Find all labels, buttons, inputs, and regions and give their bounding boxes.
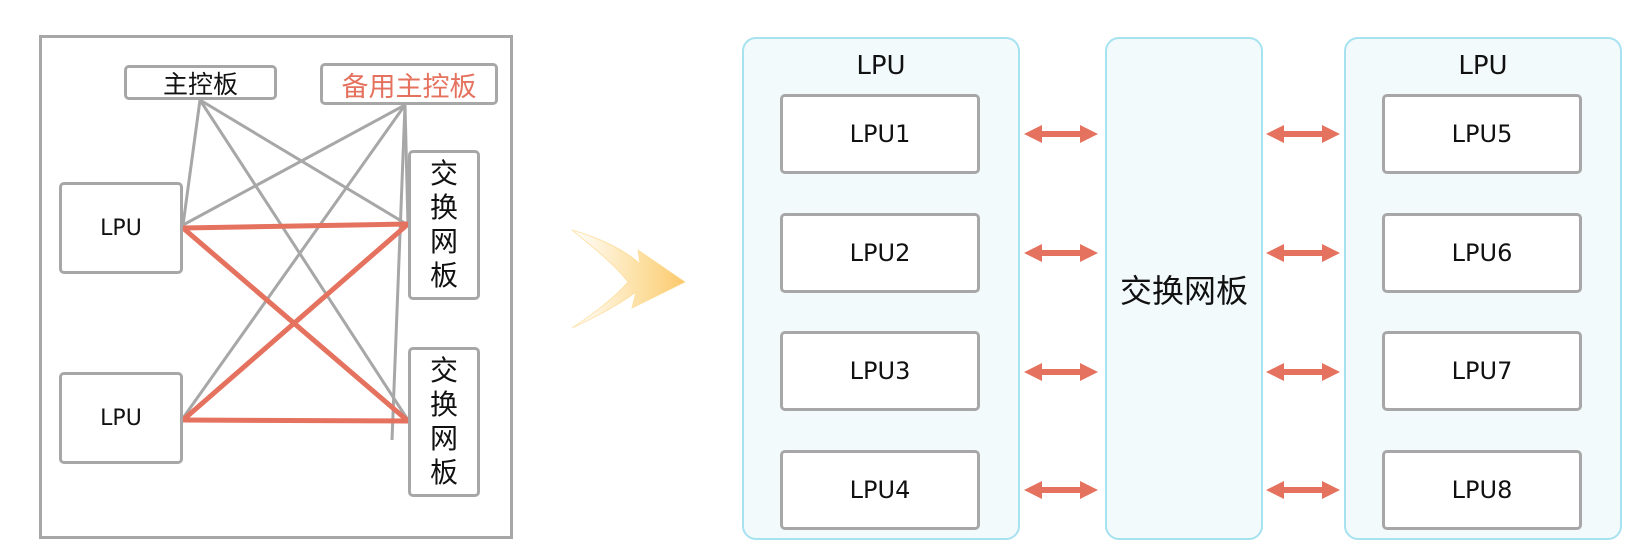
switch-board-top-char: 换 <box>429 191 458 224</box>
double-headed-arrow-icon <box>1266 125 1340 143</box>
lpu-card-top-label: LPU <box>100 215 142 241</box>
lpu-card-2: LPU2 <box>780 213 980 293</box>
lpu-card-label: LPU6 <box>1451 239 1513 267</box>
lpu-card-bottom-label: LPU <box>100 405 142 431</box>
double-headed-arrow-icon <box>1266 244 1340 262</box>
switch-fabric-panel: 交换网板 <box>1105 37 1263 540</box>
switch-board-bottom-char: 交 <box>429 354 458 387</box>
switch-board-top: 交 换 网 板 <box>408 150 480 300</box>
double-headed-arrow-icon <box>1024 244 1098 262</box>
switch-board-bottom-char: 换 <box>429 388 458 421</box>
lpu-card-top: LPU <box>59 182 183 274</box>
lpu-group-left-title: LPU <box>856 51 906 81</box>
switch-board-top-char: 交 <box>429 157 458 190</box>
switch-board-top-char: 网 <box>429 225 458 258</box>
lpu-card-1: LPU1 <box>780 94 980 174</box>
lpu-card-3: LPU3 <box>780 331 980 411</box>
lpu-card-6: LPU6 <box>1382 213 1582 293</box>
main-control-board-label: 主控板 <box>162 69 238 99</box>
lpu-card-label: LPU1 <box>849 120 911 148</box>
standby-control-board: 备用主控板 <box>320 63 498 105</box>
double-headed-arrow-icon <box>1266 481 1340 499</box>
lpu-card-label: LPU5 <box>1451 120 1513 148</box>
lpu-card-label: LPU7 <box>1451 357 1513 385</box>
double-headed-arrow-icon <box>1024 481 1098 499</box>
switch-fabric-label: 交换网板 <box>1119 271 1248 310</box>
main-control-board: 主控板 <box>124 65 277 100</box>
standby-control-board-label: 备用主控板 <box>341 71 477 103</box>
double-headed-arrow-icon <box>1266 363 1340 381</box>
lpu-card-label: LPU4 <box>849 476 911 504</box>
lpu-card-8: LPU8 <box>1382 450 1582 530</box>
switch-board-top-char: 板 <box>429 259 458 292</box>
switch-board-bottom: 交 换 网 板 <box>408 347 480 497</box>
lpu-card-label: LPU8 <box>1451 476 1513 504</box>
lpu-card-bottom: LPU <box>59 372 183 464</box>
curved-right-arrow-icon <box>571 229 686 329</box>
switch-board-bottom-char: 网 <box>429 422 458 455</box>
lpu-card-4: LPU4 <box>780 450 980 530</box>
lpu-card-5: LPU5 <box>1382 94 1582 174</box>
double-headed-arrow-icon <box>1024 125 1098 143</box>
double-headed-arrow-icon <box>1024 363 1098 381</box>
lpu-group-right-title: LPU <box>1458 51 1508 81</box>
lpu-card-7: LPU7 <box>1382 331 1582 411</box>
lpu-card-label: LPU2 <box>849 239 911 267</box>
switch-board-bottom-char: 板 <box>429 456 458 489</box>
lpu-card-label: LPU3 <box>849 357 911 385</box>
